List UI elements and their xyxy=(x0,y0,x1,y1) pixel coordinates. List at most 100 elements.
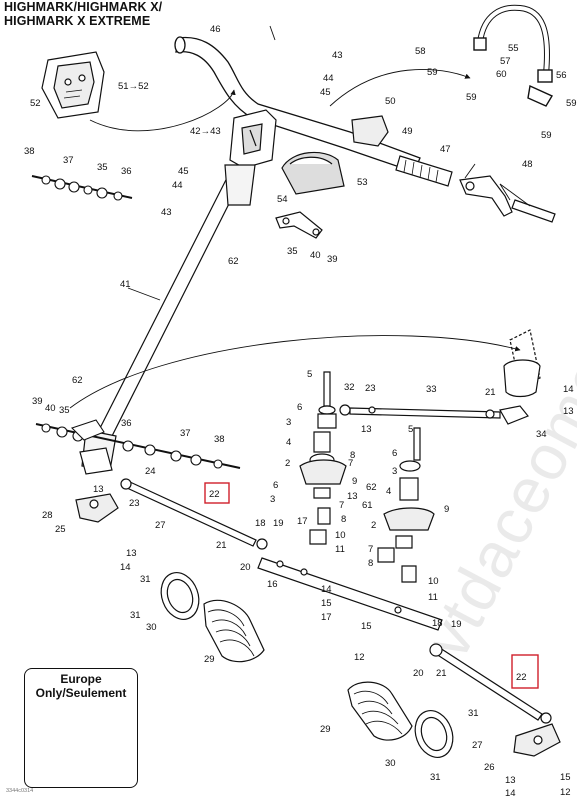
callout: 49 xyxy=(402,126,413,137)
callout: 53 xyxy=(357,177,368,188)
mirror-cable-assembly xyxy=(473,4,554,107)
callout: 13 xyxy=(563,406,574,417)
callout: 55 xyxy=(508,43,519,54)
callout-labels: 46 43 44 45 58 55 57 56 59 60 59 59 59 5… xyxy=(24,24,577,799)
callout: 54 xyxy=(277,194,288,205)
callout: 5 xyxy=(408,424,413,435)
callout: 14 xyxy=(563,384,574,395)
callout: 4 xyxy=(386,486,391,497)
callout: 42→43 xyxy=(190,126,221,137)
callout: 6 xyxy=(273,480,278,491)
callout: 62 xyxy=(228,256,239,267)
column-lower-end xyxy=(79,447,113,475)
callout: 62 xyxy=(366,482,377,493)
handlebar xyxy=(174,36,421,173)
callout: 25 xyxy=(55,524,66,535)
callout: 38 xyxy=(214,434,225,445)
callout: 62 xyxy=(72,375,83,386)
callout: 20 xyxy=(413,668,424,679)
callout: 52 xyxy=(30,98,41,109)
boot-right xyxy=(347,681,454,758)
callout: 21 xyxy=(436,668,447,679)
callout: 21 xyxy=(216,540,227,551)
title-line-1: HIGHMARK/HIGHMARK X/ xyxy=(4,0,163,14)
callout: 15 xyxy=(321,598,332,609)
title-line-2: HIGHMARK X EXTREME xyxy=(4,14,151,28)
callout: 3 xyxy=(270,494,275,505)
callout: 31 xyxy=(130,610,141,621)
callout: 57 xyxy=(500,56,511,67)
callout: 11 xyxy=(428,592,438,603)
europe-line-1: Europe xyxy=(60,672,102,686)
callout: 43 xyxy=(332,50,343,61)
europe-only-label: Europe Only/Seulement xyxy=(25,672,137,700)
steering-post-right xyxy=(503,329,541,398)
center-tie-rod xyxy=(339,404,529,425)
callout: 50 xyxy=(385,96,396,107)
callout: 32 xyxy=(344,382,355,393)
callout: 14 xyxy=(321,584,332,595)
callout: 59 xyxy=(541,130,552,141)
callout: 27 xyxy=(155,520,166,531)
callout: 8 xyxy=(350,450,355,461)
callout: 8 xyxy=(368,558,373,569)
callout: 56 xyxy=(556,70,567,81)
steering-link-16 xyxy=(257,557,443,631)
leader-lines xyxy=(69,25,531,409)
pivot-assembly-left xyxy=(299,371,347,545)
diagram-title: HIGHMARK/HIGHMARK X/ HIGHMARK X EXTREME xyxy=(4,0,162,28)
tie-rod-lower-left xyxy=(35,419,241,469)
callout: 46 xyxy=(210,24,221,35)
callout: 60 xyxy=(496,69,507,80)
callout: 30 xyxy=(146,622,157,633)
highlight-box-22-left xyxy=(204,482,230,504)
callout: 7 xyxy=(368,544,373,555)
boot-left xyxy=(160,572,265,663)
callout: 36 xyxy=(121,418,132,429)
callout: 2 xyxy=(285,458,290,469)
highlight-box-22-right xyxy=(511,654,539,689)
callout: 3 xyxy=(286,417,291,428)
callout: 18 xyxy=(255,518,266,529)
callout: 6 xyxy=(297,402,302,413)
callout: 37 xyxy=(63,155,74,166)
callout: 58 xyxy=(415,46,426,57)
callout: 48 xyxy=(522,159,533,170)
tie-rod-long-left xyxy=(75,478,268,550)
callout: 59 xyxy=(466,92,477,103)
callout: 35 xyxy=(97,162,108,173)
callout: 31 xyxy=(468,708,479,719)
callout: 51→52 xyxy=(118,81,149,92)
callout: 15 xyxy=(361,621,372,632)
callout: 39 xyxy=(32,396,43,407)
callout: 15 xyxy=(560,772,571,783)
callout: 22 xyxy=(209,489,220,500)
steering-arm-upper xyxy=(275,211,323,239)
callout: 4 xyxy=(286,437,291,448)
grip xyxy=(395,155,453,187)
callout: 23 xyxy=(129,498,140,509)
callout: 29 xyxy=(204,654,215,665)
callout: 20 xyxy=(240,562,251,573)
callout: 19 xyxy=(273,518,284,529)
callout: 14 xyxy=(505,788,516,799)
callout: 31 xyxy=(140,574,151,585)
callout: 40 xyxy=(310,250,321,261)
tie-rod-long-right xyxy=(429,643,561,757)
callout: 43 xyxy=(161,207,172,218)
callout: 19 xyxy=(451,619,462,630)
callout: 13 xyxy=(347,491,358,502)
callout: 59 xyxy=(566,98,577,109)
callout: 61 xyxy=(362,500,373,511)
callout: 7 xyxy=(348,458,353,469)
callout: 3 xyxy=(392,466,397,477)
callout: 9 xyxy=(444,504,449,515)
callout: 2 xyxy=(371,520,376,531)
throttle-lever xyxy=(459,175,556,223)
callout: 18 xyxy=(432,618,443,629)
callout: 44 xyxy=(172,180,183,191)
callout: 5 xyxy=(307,369,312,380)
callout: 40 xyxy=(45,403,56,414)
callout: 24 xyxy=(145,466,156,477)
